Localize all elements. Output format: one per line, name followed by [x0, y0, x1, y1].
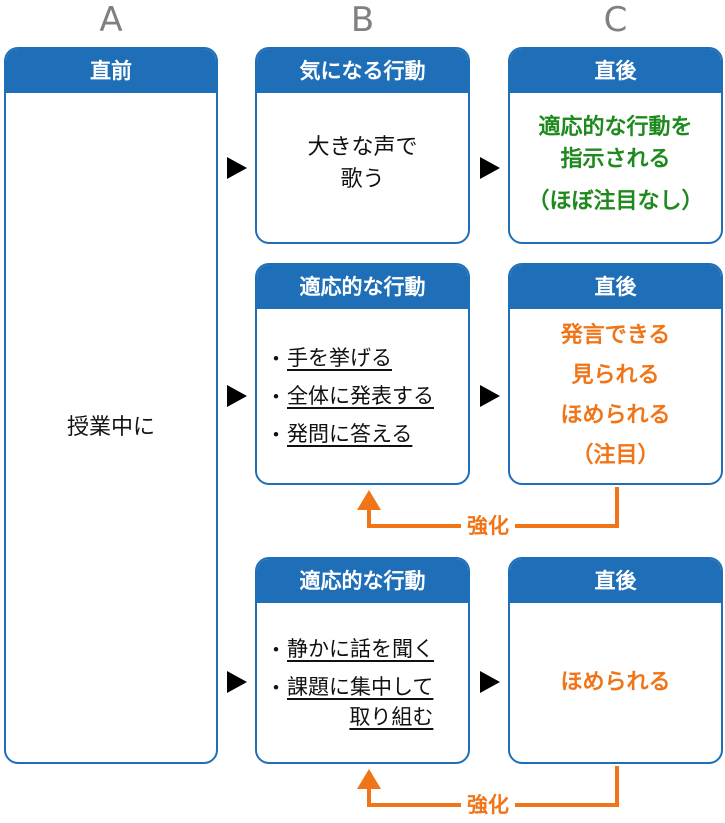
reinforcement-arrowhead-row2	[357, 490, 381, 510]
row2-consequence-line: 発言できる	[560, 323, 671, 348]
row2-behavior-item: ・全体に発表する	[265, 384, 435, 409]
row1-behavior-header: 気になる行動	[257, 49, 468, 93]
row1-consequence-line: 適応的な行動を	[538, 114, 693, 140]
antecedent-text: 授業中に	[66, 414, 155, 440]
row2-behavior-header: 適応的な行動	[257, 265, 468, 309]
row2-consequence-line: ほめられる	[560, 403, 671, 428]
row1-consequence-line: （ほぼ注目なし）	[527, 188, 704, 214]
reinforcement-label-row3: 強化	[461, 791, 515, 819]
row3-consequence-header: 直後	[510, 559, 721, 603]
column-label-c: C	[603, 0, 628, 40]
arrow-a-to-row1	[227, 157, 247, 179]
row3-behavior-item: ・ 課題に集中して 取り組む	[265, 674, 434, 729]
row1-consequence-header: 直後	[510, 49, 721, 93]
row2-behavior-box: 適応的な行動 ・手を挙げる ・全体に発表する ・発問に答える	[255, 263, 470, 485]
row3-behavior-box: 適応的な行動 ・静かに話を聞く ・ 課題に集中して 取り組む	[255, 557, 470, 764]
row3-consequence-line: ほめられる	[560, 669, 671, 695]
row3-consequence-box: 直後 ほめられる	[508, 557, 723, 764]
reinforcement-arrowhead-row3	[357, 769, 381, 789]
row1-consequence-line: 指示される	[560, 146, 671, 172]
arrow-row2-behavior-to-consequence	[480, 385, 500, 407]
row2-consequence-line: 見られる	[571, 363, 660, 388]
arrow-a-to-row2	[227, 385, 247, 407]
arrow-row1-behavior-to-consequence	[480, 157, 500, 179]
reinforcement-label-row2: 強化	[461, 512, 515, 540]
row2-consequence-box: 直後 発言できる 見られる ほめられる （注目）	[508, 263, 723, 485]
row3-behavior-header: 適応的な行動	[257, 559, 468, 603]
row2-consequence-header: 直後	[510, 265, 721, 309]
row1-behavior-line: 大きな声で	[307, 134, 418, 160]
antecedent-header: 直前	[6, 49, 216, 93]
row1-behavior-box: 気になる行動 大きな声で 歌う	[255, 47, 470, 244]
arrow-row3-behavior-to-consequence	[480, 671, 500, 693]
column-label-a: A	[99, 0, 123, 40]
row3-behavior-item: ・静かに話を聞く	[265, 636, 435, 662]
column-label-b: B	[350, 0, 375, 40]
row2-behavior-item: ・発問に答える	[265, 422, 413, 447]
row1-consequence-box: 直後 適応的な行動を 指示される （ほぼ注目なし）	[508, 47, 723, 244]
row2-behavior-item: ・手を挙げる	[265, 346, 393, 371]
row1-behavior-line: 歌う	[340, 166, 385, 192]
antecedent-box: 直前 授業中に	[4, 47, 218, 764]
arrow-a-to-row3	[227, 671, 247, 693]
row2-consequence-line: （注目）	[571, 443, 660, 468]
